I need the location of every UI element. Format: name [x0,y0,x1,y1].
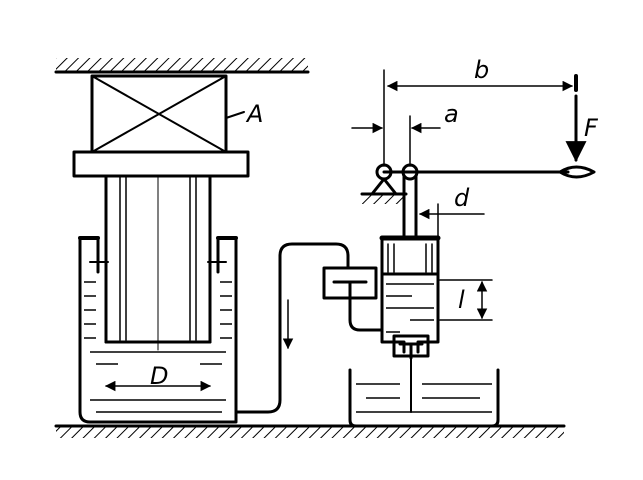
label-f: F [584,114,599,142]
label-d-small: d [454,184,470,212]
check-valve-inlet [322,266,384,332]
ground [54,424,566,438]
load-block-a [90,74,245,154]
pivot-support [360,177,408,204]
label-d-large: D [150,362,168,390]
reservoir-tank [348,368,500,428]
plunger-rod [402,174,418,240]
connecting-pipe [234,242,350,414]
label-b: b [474,56,489,84]
dimension-b [383,69,574,167]
label-l: l [458,286,465,314]
top-support [54,58,310,74]
lever [375,163,570,181]
check-valve-outlet [392,334,430,413]
dimension-l [439,279,493,321]
lever-handle [558,165,596,179]
dimension-a [351,115,441,167]
main-cylinder-fluid [84,281,232,413]
press-platen [72,150,250,178]
ram-piston [104,174,212,351]
label-a: A [245,100,263,128]
pump-fluid [386,283,434,333]
label-a-small: a [444,100,459,128]
dimension-d-small [418,203,485,237]
reservoir-fluid [356,383,492,413]
